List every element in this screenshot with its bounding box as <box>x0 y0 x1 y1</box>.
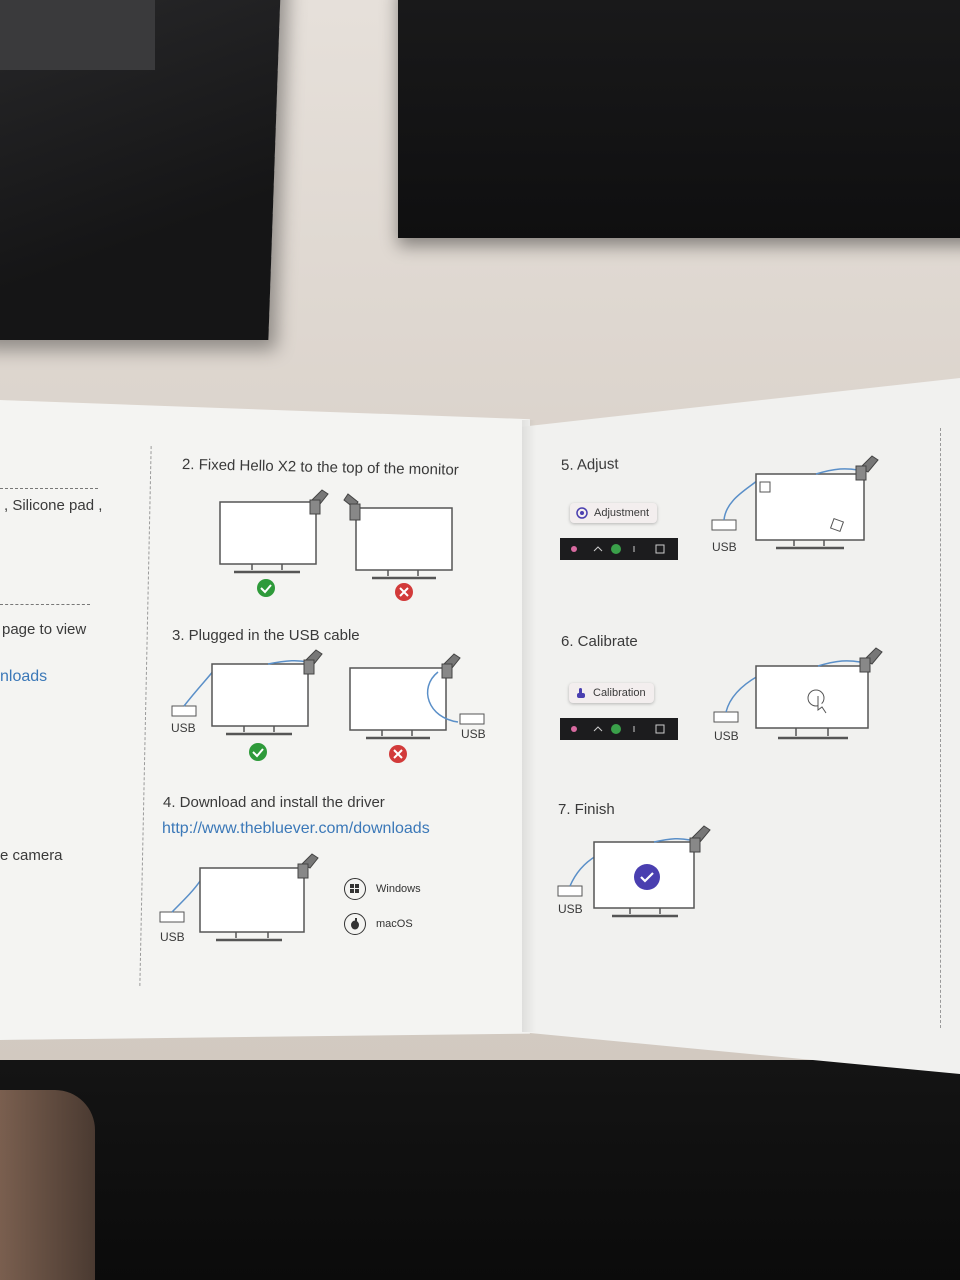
left-text-fragment: , Silicone pad , <box>4 497 103 514</box>
step4-illustration <box>159 853 319 942</box>
checkmark-badge-icon <box>634 864 660 890</box>
step6-title: 6. Calibrate <box>561 633 638 650</box>
apple-icon <box>344 913 366 935</box>
black-box-lid <box>0 0 155 70</box>
tray-icons <box>571 544 665 554</box>
calibration-label: Calibration <box>593 687 646 699</box>
check-icon <box>249 743 267 761</box>
step7-illustration <box>557 825 711 918</box>
check-icon <box>257 579 275 597</box>
os-macos: macOS <box>344 913 413 935</box>
left-text-fragment: page to view <box>2 621 87 638</box>
step3-illustration <box>171 649 485 740</box>
taskbar-tray <box>560 718 678 740</box>
hand-edge <box>0 1090 95 1280</box>
tray-icons <box>571 724 665 734</box>
driver-download-link[interactable]: http://www.thebluever.com/downloads <box>162 820 430 837</box>
step5-title: 5. Adjust <box>560 455 619 474</box>
left-text-fragment: e camera <box>0 847 63 864</box>
left-link-fragment: nloads <box>0 668 48 685</box>
windows-label: Windows <box>376 883 421 895</box>
column-divider <box>940 428 941 1028</box>
cross-icon <box>389 745 407 763</box>
step6-illustration <box>713 647 883 740</box>
booklet-fold <box>522 420 536 1032</box>
step5-illustration <box>711 455 879 550</box>
windows-icon <box>344 878 366 900</box>
usb-label: USB <box>712 540 737 554</box>
black-box-right <box>398 0 960 238</box>
target-icon <box>576 507 588 519</box>
step4-title: 4. Download and install the driver <box>163 794 385 811</box>
step3-title: 3. Plugged in the USB cable <box>172 627 360 644</box>
adjustment-popup[interactable]: Adjustment <box>570 503 658 523</box>
cross-icon <box>395 583 413 601</box>
dark-surface <box>0 1060 960 1280</box>
macos-label: macOS <box>376 918 413 930</box>
calibration-popup[interactable]: Calibration <box>569 683 654 703</box>
os-windows: Windows <box>344 878 421 900</box>
step2-illustration <box>219 489 453 580</box>
divider <box>0 604 90 605</box>
divider <box>0 488 98 489</box>
step7-title: 7. Finish <box>558 801 615 818</box>
usb-label: USB <box>171 721 196 735</box>
taskbar-tray <box>560 538 678 560</box>
usb-label: USB <box>558 902 583 916</box>
usb-label: USB <box>160 930 185 944</box>
usb-label: USB <box>461 727 486 741</box>
hand-pointer-icon <box>577 688 585 698</box>
adjustment-label: Adjustment <box>594 507 650 519</box>
usb-label: USB <box>714 729 739 743</box>
